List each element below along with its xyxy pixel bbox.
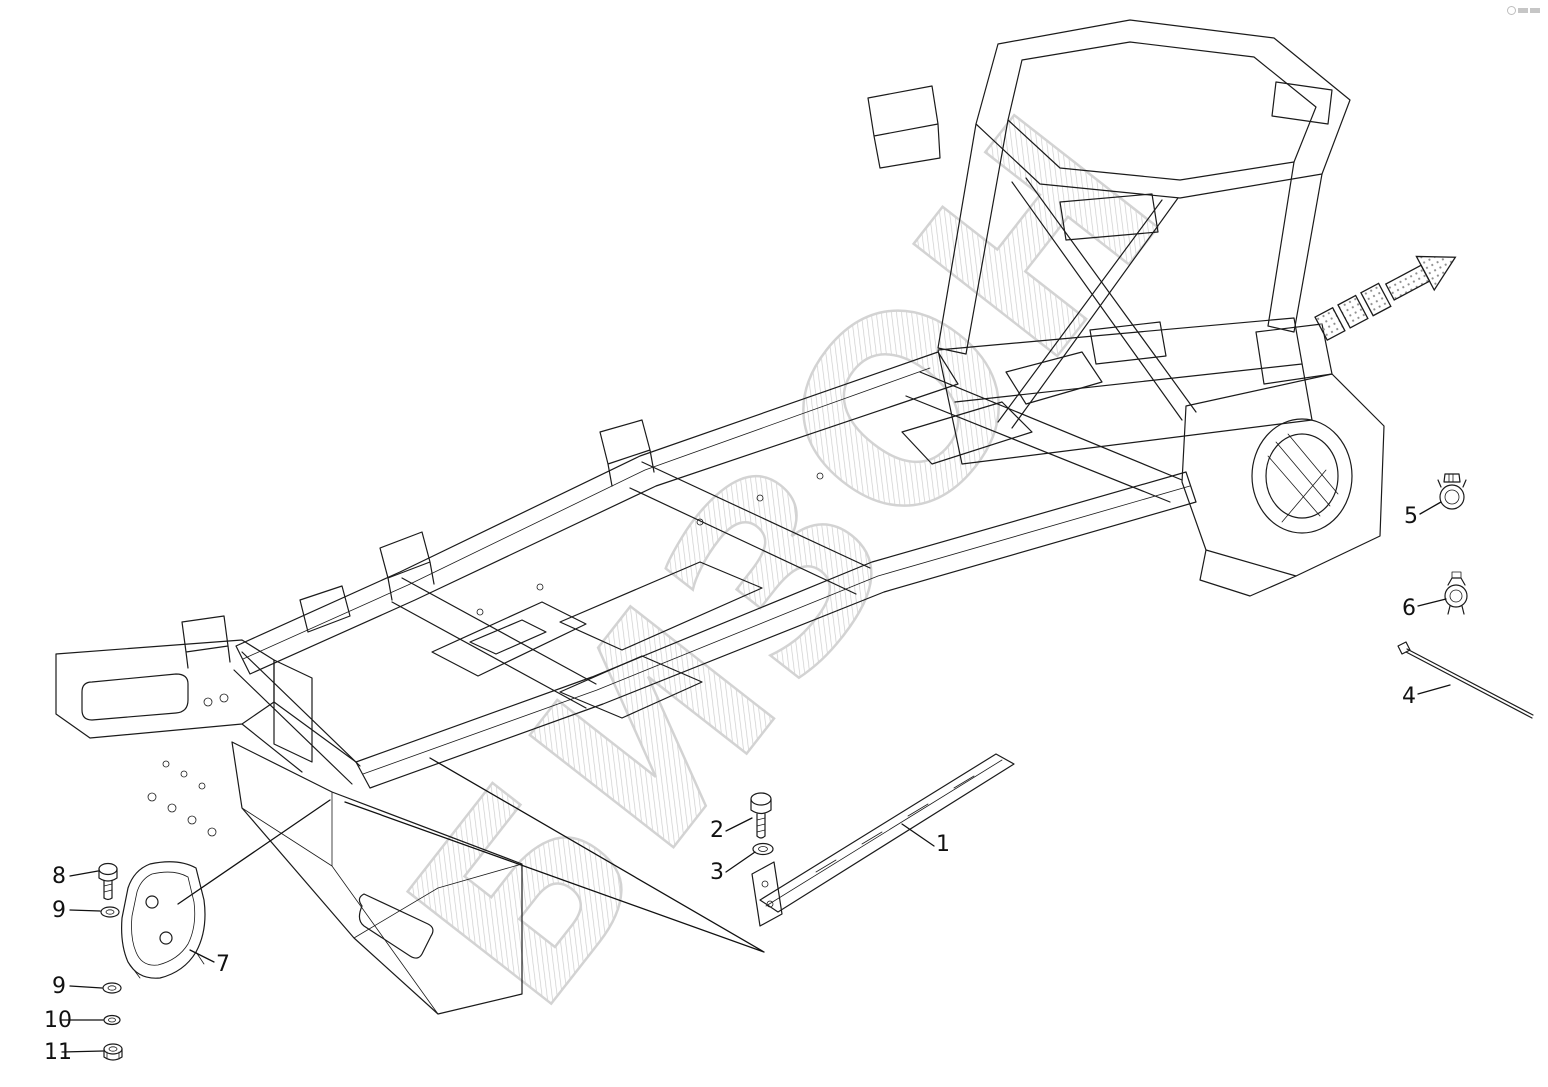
- callout-4: 4: [1402, 684, 1416, 709]
- callout-10: 10: [44, 1008, 72, 1033]
- callout-1: 1: [936, 832, 950, 857]
- part-3-washer: [752, 842, 774, 856]
- cross-members: [233, 371, 1183, 785]
- callout-9-upper: 9: [52, 898, 66, 923]
- part-7-bracket: [121, 861, 206, 979]
- corner-logo-bar: [1530, 8, 1540, 13]
- front-bumper: [55, 615, 523, 1015]
- frame-mounts: [299, 351, 1103, 719]
- chassis-frame-drawing: [55, 19, 1385, 1015]
- part-11-nut: [103, 1043, 123, 1061]
- callout-8: 8: [52, 864, 66, 889]
- callout-5: 5: [1404, 504, 1418, 529]
- callout-leader-lines: [61, 501, 1451, 1053]
- corner-logo-bar: [1518, 8, 1528, 13]
- callout-9-lower: 9: [52, 974, 66, 999]
- part-8-bolt: [98, 862, 118, 901]
- part-9-washer-upper: [100, 906, 120, 918]
- part-9-washer-lower: [102, 982, 122, 994]
- part-4-cable-tie: [1397, 641, 1534, 719]
- corner-logo: [1507, 6, 1540, 15]
- part-10-washer: [103, 1014, 121, 1026]
- watermark-text: БИЗОН: [354, 60, 1223, 1058]
- part-5-clamp: [1437, 473, 1467, 510]
- callout-6: 6: [1402, 596, 1416, 621]
- part-6-clamp: [1444, 571, 1468, 615]
- callout-3: 3: [710, 860, 724, 885]
- direction-arrow: [1314, 255, 1457, 341]
- rear-frame-tower: [867, 19, 1351, 465]
- part-1-sill-rail: [751, 753, 1015, 927]
- rear-axle-housing: [1181, 323, 1385, 597]
- callout-2: 2: [710, 818, 724, 843]
- callout-11: 11: [44, 1040, 72, 1065]
- main-rails: [235, 351, 1197, 789]
- part-2-bolt: [750, 792, 772, 839]
- callout-7: 7: [216, 952, 230, 977]
- corner-logo-dot: [1507, 6, 1516, 15]
